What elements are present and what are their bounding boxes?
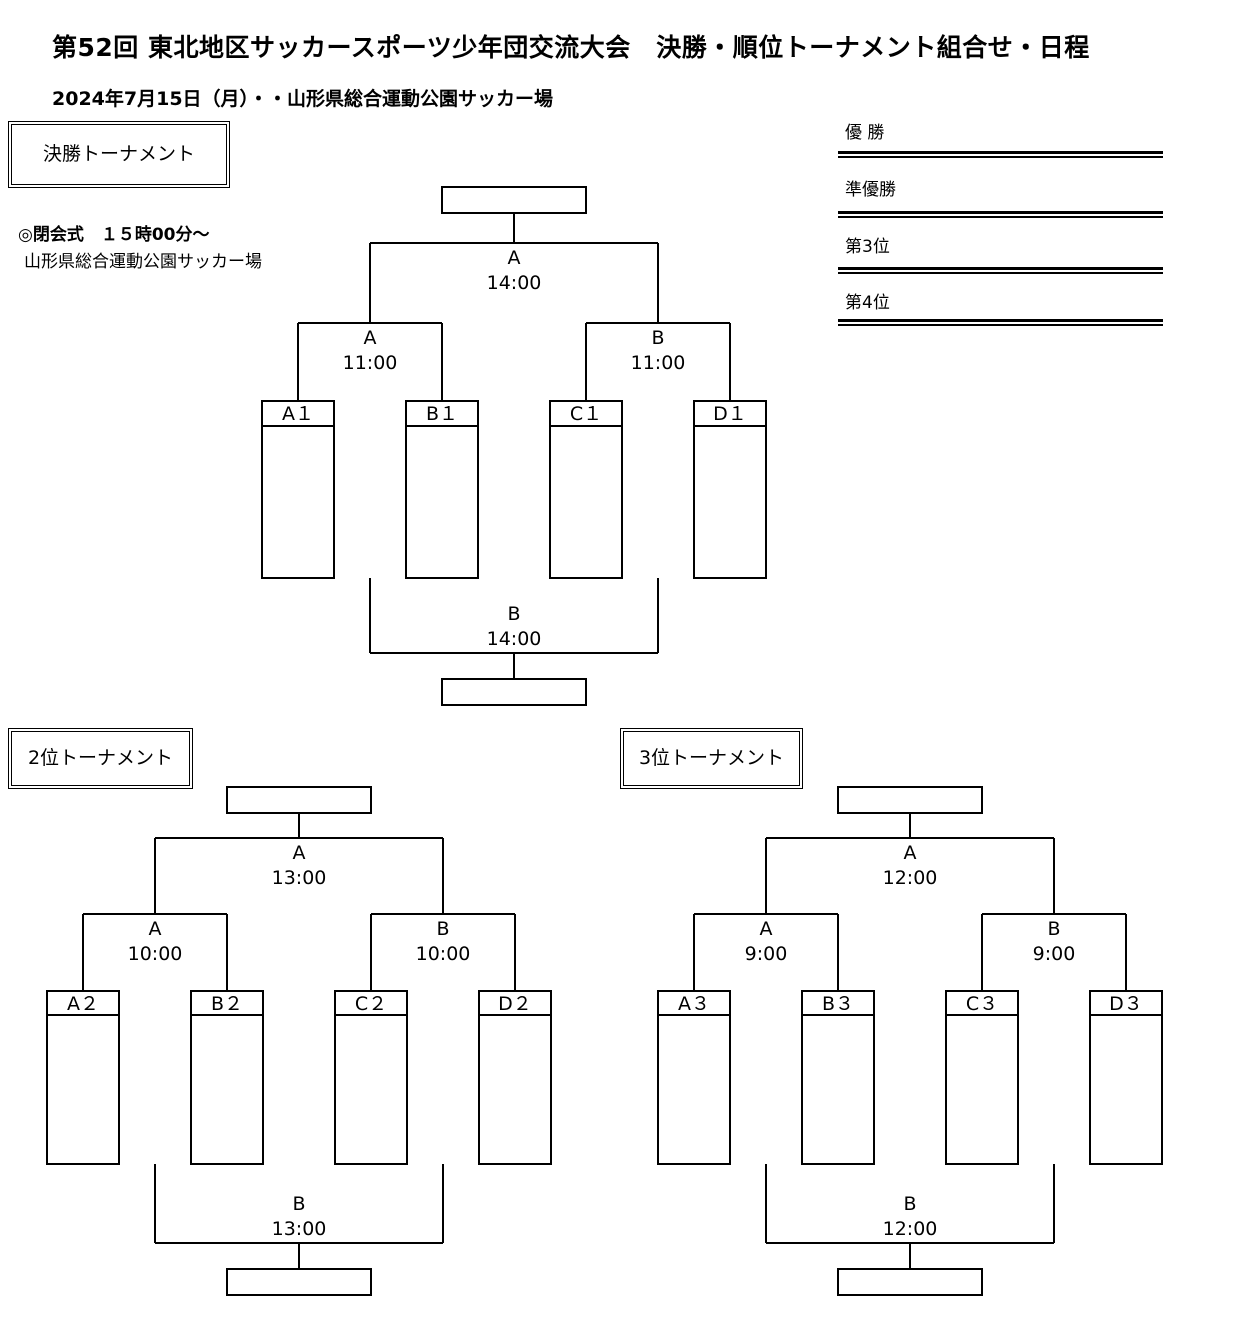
rank-runner-up-line xyxy=(838,211,1163,218)
final-court-label: A xyxy=(508,247,521,269)
team-label: A３ xyxy=(678,993,710,1015)
winner-box xyxy=(837,786,983,814)
third-result-box xyxy=(441,678,587,706)
team-label: D３ xyxy=(1109,993,1143,1015)
rank-third-label: 第3位 xyxy=(845,237,890,257)
rank-fourth-label: 第4位 xyxy=(845,293,890,313)
semi-time-label: 9:00 xyxy=(745,943,788,965)
team-label: A１ xyxy=(282,403,314,425)
team-box xyxy=(549,400,623,579)
semi-time-label: 11:00 xyxy=(631,352,686,374)
team-box xyxy=(478,990,552,1165)
team-box xyxy=(1089,990,1163,1165)
third-court-label: B xyxy=(507,603,520,625)
team-label: C１ xyxy=(570,403,602,425)
tournament-label-third: 3位トーナメント xyxy=(620,728,803,789)
semi-court-label: B xyxy=(1047,918,1060,940)
tournament-label-second: 2位トーナメント xyxy=(8,728,193,789)
team-label: B２ xyxy=(211,993,243,1015)
semi-time-label: 10:00 xyxy=(416,943,471,965)
semi-court-label: A xyxy=(364,327,377,349)
winner-box xyxy=(226,786,372,814)
semi-court-label: B xyxy=(651,327,664,349)
third-time-label: 12:00 xyxy=(883,1218,938,1240)
final-court-label: A xyxy=(904,842,917,864)
team-box xyxy=(190,990,264,1165)
event-date-venue: 2024年7月15日（月）・・山形県総合運動公園サッカー場 xyxy=(52,88,554,110)
semi-time-label: 9:00 xyxy=(1033,943,1076,965)
team-label: A２ xyxy=(67,993,99,1015)
team-box xyxy=(693,400,767,579)
third-result-box xyxy=(226,1268,372,1296)
semi-court-label: A xyxy=(149,918,162,940)
page-title: 第52回 東北地区サッカースポーツ少年団交流大会 決勝・順位トーナメント組合せ・… xyxy=(52,33,1090,62)
winner-box xyxy=(441,186,587,214)
team-box xyxy=(801,990,875,1165)
third-result-box xyxy=(837,1268,983,1296)
team-box xyxy=(46,990,120,1165)
team-box xyxy=(657,990,731,1165)
tournament-label-final: 決勝トーナメント xyxy=(8,121,230,188)
rank-champion-label: 優 勝 xyxy=(845,123,885,143)
third-court-label: B xyxy=(292,1193,305,1215)
rank-runner-up-label: 準優勝 xyxy=(845,180,896,200)
team-label: B３ xyxy=(822,993,854,1015)
final-time-label: 14:00 xyxy=(487,272,542,294)
team-label: D１ xyxy=(713,403,747,425)
rank-third-line xyxy=(838,267,1163,274)
final-court-label: A xyxy=(293,842,306,864)
third-court-label: B xyxy=(903,1193,916,1215)
final-time-label: 13:00 xyxy=(272,867,327,889)
semi-court-label: A xyxy=(760,918,773,940)
team-box xyxy=(334,990,408,1165)
team-box xyxy=(945,990,1019,1165)
third-time-label: 13:00 xyxy=(272,1218,327,1240)
team-label: B１ xyxy=(426,403,458,425)
team-label: C３ xyxy=(966,993,998,1015)
team-label: D２ xyxy=(498,993,532,1015)
final-time-label: 12:00 xyxy=(883,867,938,889)
third-time-label: 14:00 xyxy=(487,628,542,650)
semi-time-label: 11:00 xyxy=(343,352,398,374)
team-label: C２ xyxy=(355,993,387,1015)
semi-court-label: B xyxy=(436,918,449,940)
rank-champion-line xyxy=(838,151,1163,158)
semi-time-label: 10:00 xyxy=(128,943,183,965)
rank-fourth-line xyxy=(838,319,1163,326)
closing-ceremony: ◎閉会式 １５時00分～ xyxy=(18,225,210,245)
team-box xyxy=(261,400,335,579)
closing-ceremony-venue: 山形県総合運動公園サッカー場 xyxy=(24,252,262,272)
team-box xyxy=(405,400,479,579)
